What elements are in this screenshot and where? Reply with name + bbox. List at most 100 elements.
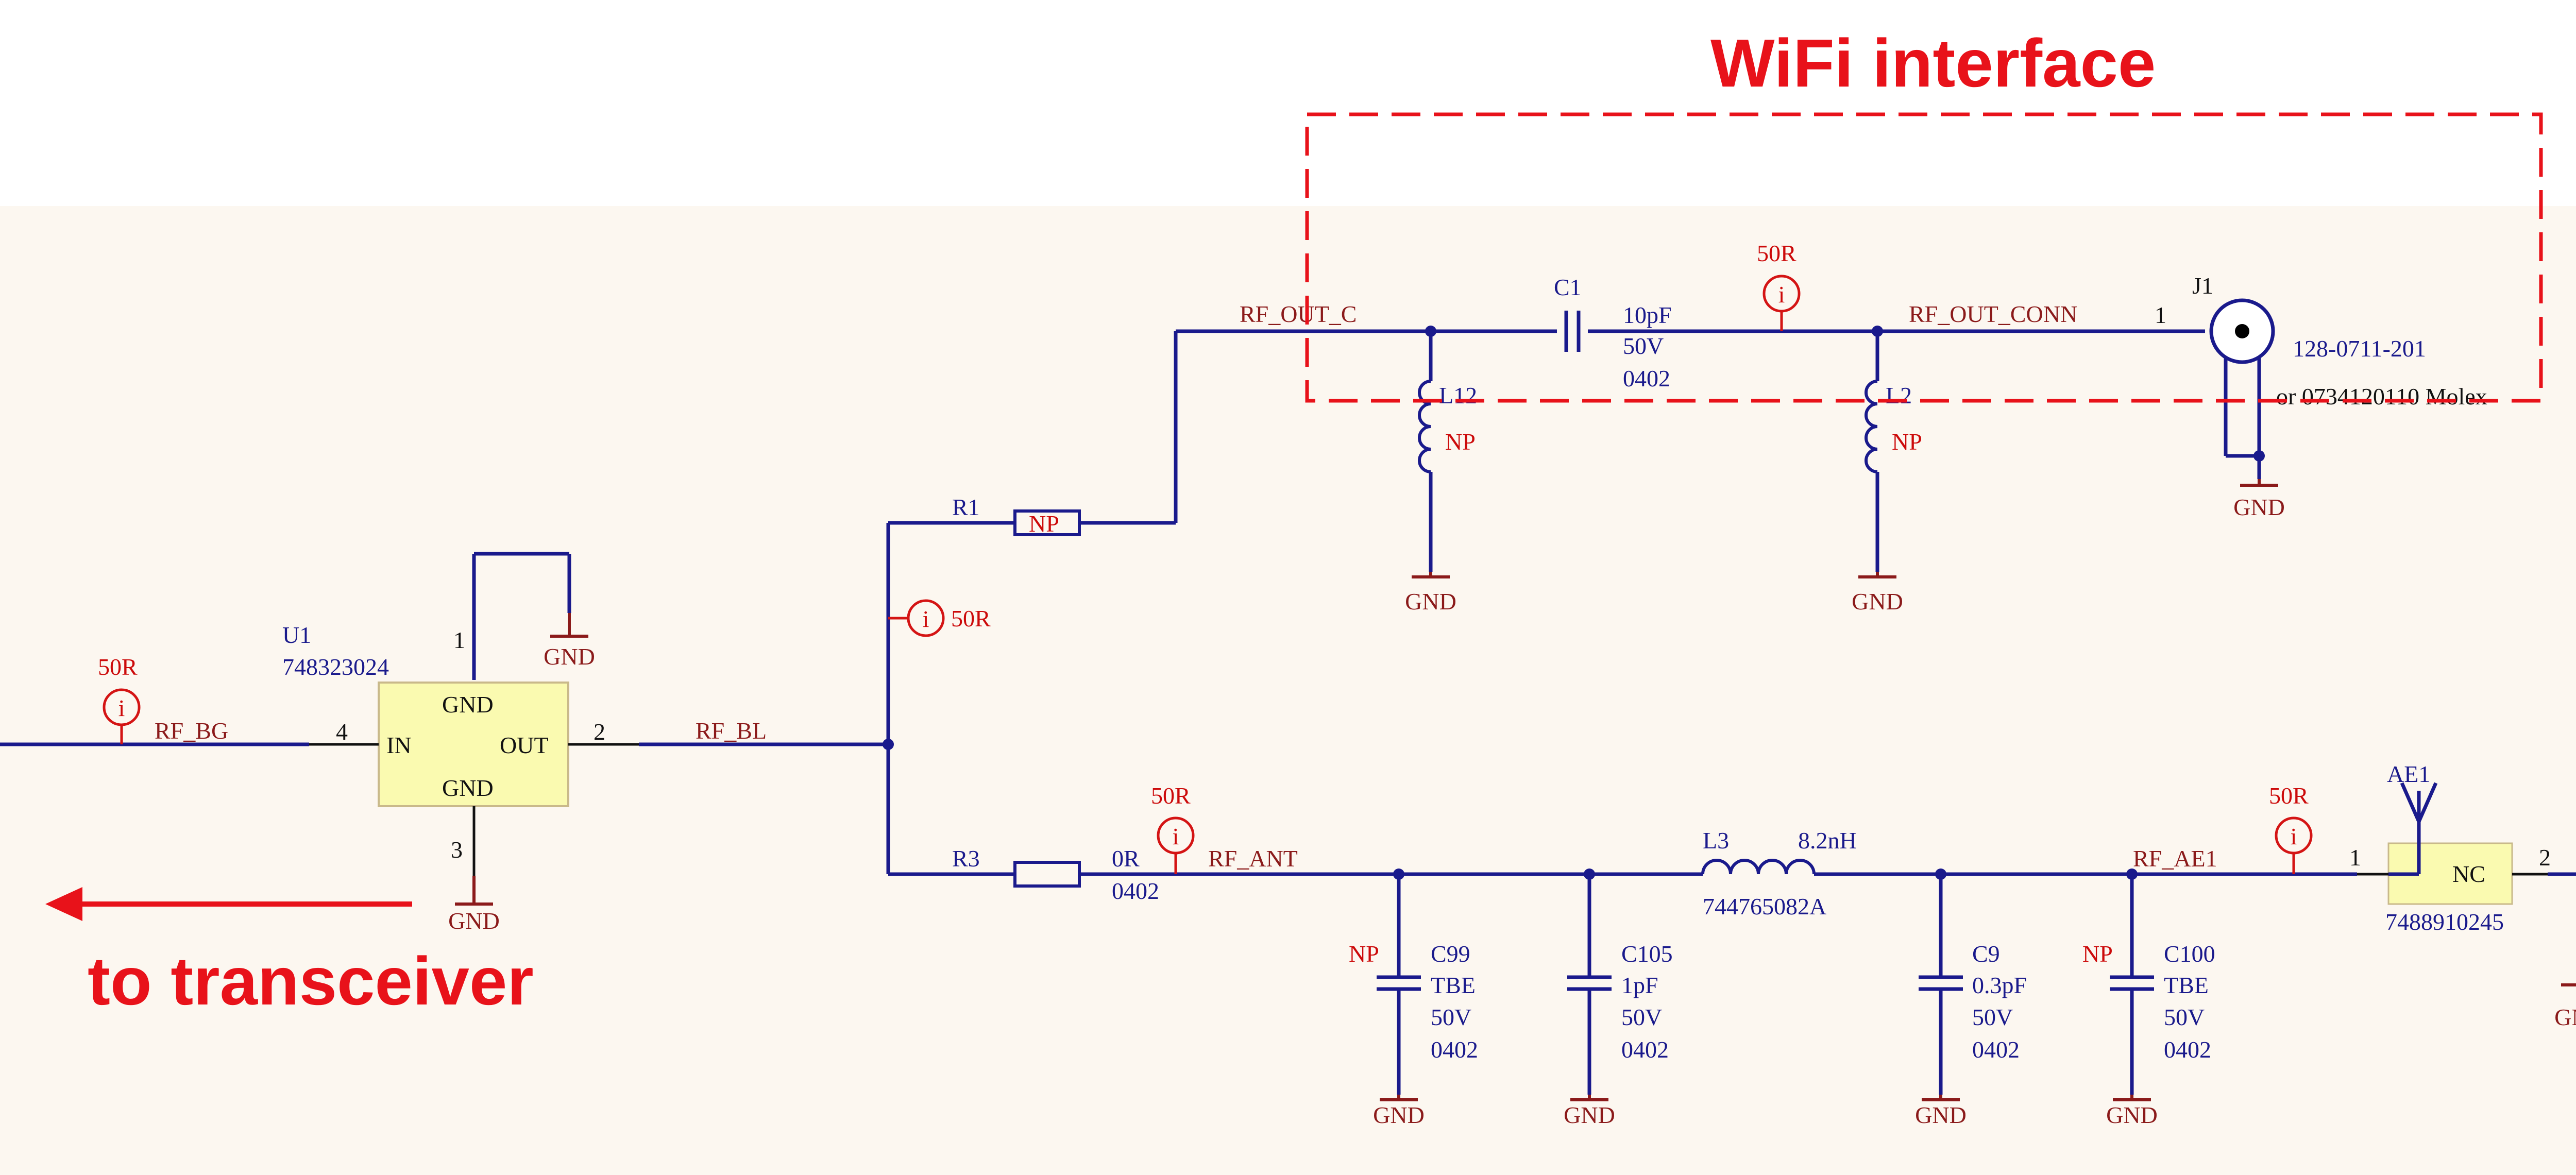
svg-text:i: i	[2291, 823, 2297, 849]
net-label-rf-bg: RF_BG	[155, 718, 228, 744]
c99-capacitor: NP C99 TBE 50V 0402	[1349, 874, 1478, 1095]
probe-label: 50R	[2269, 782, 2309, 809]
j1-ref: J1	[2192, 273, 2213, 299]
r3-package: 0402	[1112, 878, 1159, 904]
r3-ref: R3	[952, 845, 980, 872]
c105-capacitor: C105 1pF 50V 0402	[1567, 874, 1673, 1095]
c105-value: 1pF	[1621, 972, 1658, 998]
c1-voltage: 50V	[1623, 333, 1664, 359]
l2-ref: L2	[1886, 382, 1912, 408]
c9-value: 0.3pF	[1972, 972, 2027, 998]
c99-package: 0402	[1431, 1036, 1478, 1063]
ae1-value: NC	[2452, 861, 2485, 887]
gnd-label: GND	[2106, 1102, 2158, 1128]
svg-text:i: i	[923, 606, 929, 632]
ae1-pin2-number: 2	[2539, 844, 2551, 871]
u1-pin-in: IN	[386, 732, 412, 758]
j1-value: 128-0711-201	[2293, 335, 2426, 362]
annotations: WiFi interface to transceiver	[45, 25, 2543, 1019]
gnd-symbol: GND	[1564, 1095, 1615, 1128]
gnd-symbol: GND	[1915, 1095, 1967, 1128]
j1-connector: J1 1 128-0711-201 or 0734120110 Molex	[2155, 273, 2487, 410]
impedance-probe: i 50R	[1757, 240, 1801, 331]
ground-symbols: GND GND GND GND GND GND GND GND	[448, 479, 2576, 1128]
c105-ref: C105	[1621, 941, 1673, 967]
l3-inductor: L3 8.2nH 744765082A	[1660, 827, 1857, 919]
u1-pin3-number: 3	[451, 837, 463, 863]
c1-value: 10pF	[1623, 302, 1672, 328]
transceiver-note: to transceiver	[88, 943, 534, 1019]
r3-body	[1013, 861, 1081, 888]
gnd-symbol: GND	[544, 613, 595, 670]
u1-value: 748323024	[282, 654, 389, 680]
net-label-rf-out-conn: RF_OUT_CONN	[1909, 301, 2077, 327]
l2-value: NP	[1892, 429, 1922, 455]
j1-pin1-number: 1	[2155, 302, 2166, 328]
gnd-label: GND	[544, 643, 595, 670]
net-label-rf-ant: RF_ANT	[1208, 845, 1298, 872]
probe-label: 50R	[1757, 240, 1797, 266]
c100-ref: C100	[2164, 941, 2215, 967]
gnd-label: GND	[448, 908, 500, 934]
probe-label: 50R	[1151, 782, 1191, 809]
r3-value: 0R	[1112, 845, 1140, 872]
gnd-label: GND	[1373, 1102, 1425, 1128]
gnd-symbol: GND	[448, 876, 500, 934]
gnd-label: GND	[2233, 494, 2285, 520]
c9-capacitor: C9 0.3pF 50V 0402	[1919, 874, 2027, 1095]
impedance-probe: i 50R	[2269, 782, 2313, 874]
ae1-pin1-number: 1	[2349, 844, 2361, 871]
junction-dot	[883, 739, 894, 750]
gnd-symbol: GND	[1373, 1095, 1425, 1128]
u1-pin-out: OUT	[500, 732, 549, 758]
u1-ref: U1	[282, 622, 311, 648]
arrow-head-icon	[45, 887, 82, 921]
c9-voltage: 50V	[1972, 1004, 2013, 1030]
u1-component: U1 748323024 1 2 3 4 GND IN OUT GND	[282, 622, 639, 876]
ae1-ref: AE1	[2387, 761, 2430, 787]
l3-part-number: 744765082A	[1703, 893, 1826, 919]
c99-np-mark: NP	[1349, 941, 1379, 967]
c100-package: 0402	[2164, 1036, 2211, 1063]
u1-pin2-number: 2	[594, 719, 605, 745]
probe-label: 50R	[951, 605, 991, 632]
c1-package: 0402	[1623, 365, 1670, 391]
net-label-rf-out-c: RF_OUT_C	[1240, 301, 1357, 327]
impedance-probe: i 50R	[888, 599, 991, 637]
svg-text:i: i	[1778, 281, 1785, 308]
gnd-label: GND	[1852, 588, 1903, 615]
c9-ref: C9	[1972, 941, 2000, 967]
l3-ref: L3	[1703, 827, 1729, 854]
gnd-symbol: GND	[1852, 572, 1903, 615]
wires	[0, 329, 2576, 876]
l3-value: 8.2nH	[1798, 827, 1857, 854]
net-label-rf-bl: RF_BL	[696, 718, 767, 744]
c9-package: 0402	[1972, 1036, 2020, 1063]
gnd-symbol: GND	[2554, 983, 2576, 1030]
gnd-symbol: GND	[2233, 479, 2285, 520]
l12-inductor: L12 NP	[1418, 331, 1477, 572]
impedance-probe: i 50R	[98, 654, 141, 744]
gnd-label: GND	[1915, 1102, 1967, 1128]
c105-voltage: 50V	[1621, 1004, 1662, 1030]
u1-pin-gnd-bottom: GND	[442, 775, 494, 801]
impedance-probe: i 50R	[1151, 782, 1195, 874]
svg-text:i: i	[118, 695, 125, 721]
c105-package: 0402	[1621, 1036, 1669, 1063]
gnd-symbol: GND	[2106, 1095, 2158, 1128]
r1-ref: R1	[952, 494, 980, 520]
gnd-symbol: GND	[1405, 572, 1456, 615]
ae1-antenna: AE1 NC 7488910245 1 2	[2349, 761, 2551, 935]
l12-value: NP	[1445, 429, 1476, 455]
r1-resistor: R1 NP	[952, 494, 1081, 537]
net-label-rf-ae1: RF_AE1	[2133, 845, 2217, 872]
probe-label: 50R	[98, 654, 138, 680]
gnd-label: GND	[2554, 1004, 2576, 1030]
c100-value: TBE	[2164, 972, 2209, 998]
j1-alt-part: or 0734120110 Molex	[2276, 383, 2487, 410]
u1-pin1-number: 1	[453, 627, 465, 653]
wifi-interface-box	[1305, 112, 2543, 403]
net-labels: RF_BG RF_BL RF_OUT_C RF_OUT_CONN RF_ANT …	[155, 301, 2217, 872]
ae1-part-number: 7488910245	[2385, 909, 2504, 935]
